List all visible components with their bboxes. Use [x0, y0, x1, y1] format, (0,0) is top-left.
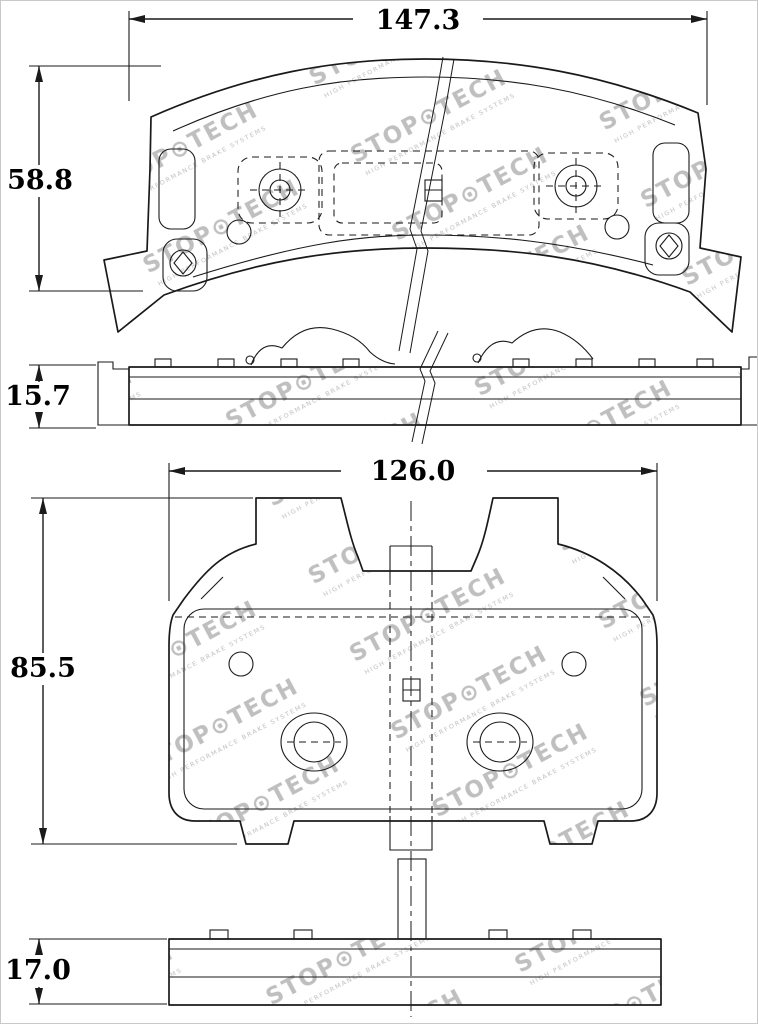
dimension-rear-pad-height: 85.5 — [5, 497, 253, 845]
rear-pad-edge-view — [168, 858, 662, 1006]
front-edge-outline — [128, 366, 742, 426]
front-edge-left-bracket — [97, 361, 129, 426]
front-pad-watermark-fill — [104, 59, 741, 332]
rear-pad-friction-outline — [183, 608, 643, 810]
dimension-front-pad-height: 58.8 — [3, 65, 161, 292]
front-pad-center-clip — [424, 179, 443, 202]
front-pad-break-lines — [398, 56, 455, 354]
rear-pad-center-slot — [389, 545, 433, 851]
front-pad-right-lug-contour — [644, 222, 690, 276]
front-edge-watermark-fill — [129, 367, 741, 425]
rear-pad-outline — [168, 497, 658, 845]
front-pad-edge-view — [97, 327, 757, 445]
rear-pad-height-label: 85.5 — [10, 653, 76, 684]
front-edge-wear-springs — [245, 327, 594, 366]
rear-edge-top-tabs — [209, 929, 592, 940]
front-pad-shim-outline — [318, 150, 540, 236]
rear-pad-watermark-fill — [169, 498, 657, 844]
rear-pad-rivet-holes — [228, 651, 587, 772]
front-pad-outline — [103, 58, 742, 333]
front-pad-mounting-holes — [169, 214, 683, 277]
rear-pad-thickness-label: 17.0 — [5, 955, 71, 986]
front-edge-break-lines — [411, 330, 449, 445]
front-pad-width-label: 147.3 — [376, 5, 461, 36]
front-edge-right-bracket — [741, 356, 757, 426]
front-pad-right-rivet — [533, 152, 619, 220]
dimension-rear-pad-thickness: 17.0 — [3, 938, 167, 1005]
front-pad-left-rivet — [237, 156, 323, 224]
front-pad-height-label: 58.8 — [7, 165, 73, 196]
front-pad-inner-top-arc — [172, 76, 676, 132]
front-pad-left-lug-contour — [162, 238, 208, 292]
dimension-rear-pad-width: 126.0 — [168, 455, 658, 601]
rear-edge-center-tab — [397, 858, 427, 940]
rear-pad-right-chamfer — [602, 576, 626, 600]
dimension-front-pad-thickness: 15.7 — [3, 364, 96, 429]
front-pad-face-view — [103, 56, 742, 354]
rear-pad-left-chamfer — [200, 576, 224, 600]
front-pad-left-end-detail — [158, 148, 196, 230]
front-pad-thickness-label: 15.7 — [5, 381, 71, 412]
rear-edge-watermark-fill — [169, 939, 661, 1005]
front-edge-top-tabs — [154, 358, 714, 368]
rear-pad-face-view — [168, 497, 658, 1017]
rear-pad-width-label: 126.0 — [371, 456, 456, 487]
dimension-front-pad-width: 147.3 — [128, 3, 708, 105]
